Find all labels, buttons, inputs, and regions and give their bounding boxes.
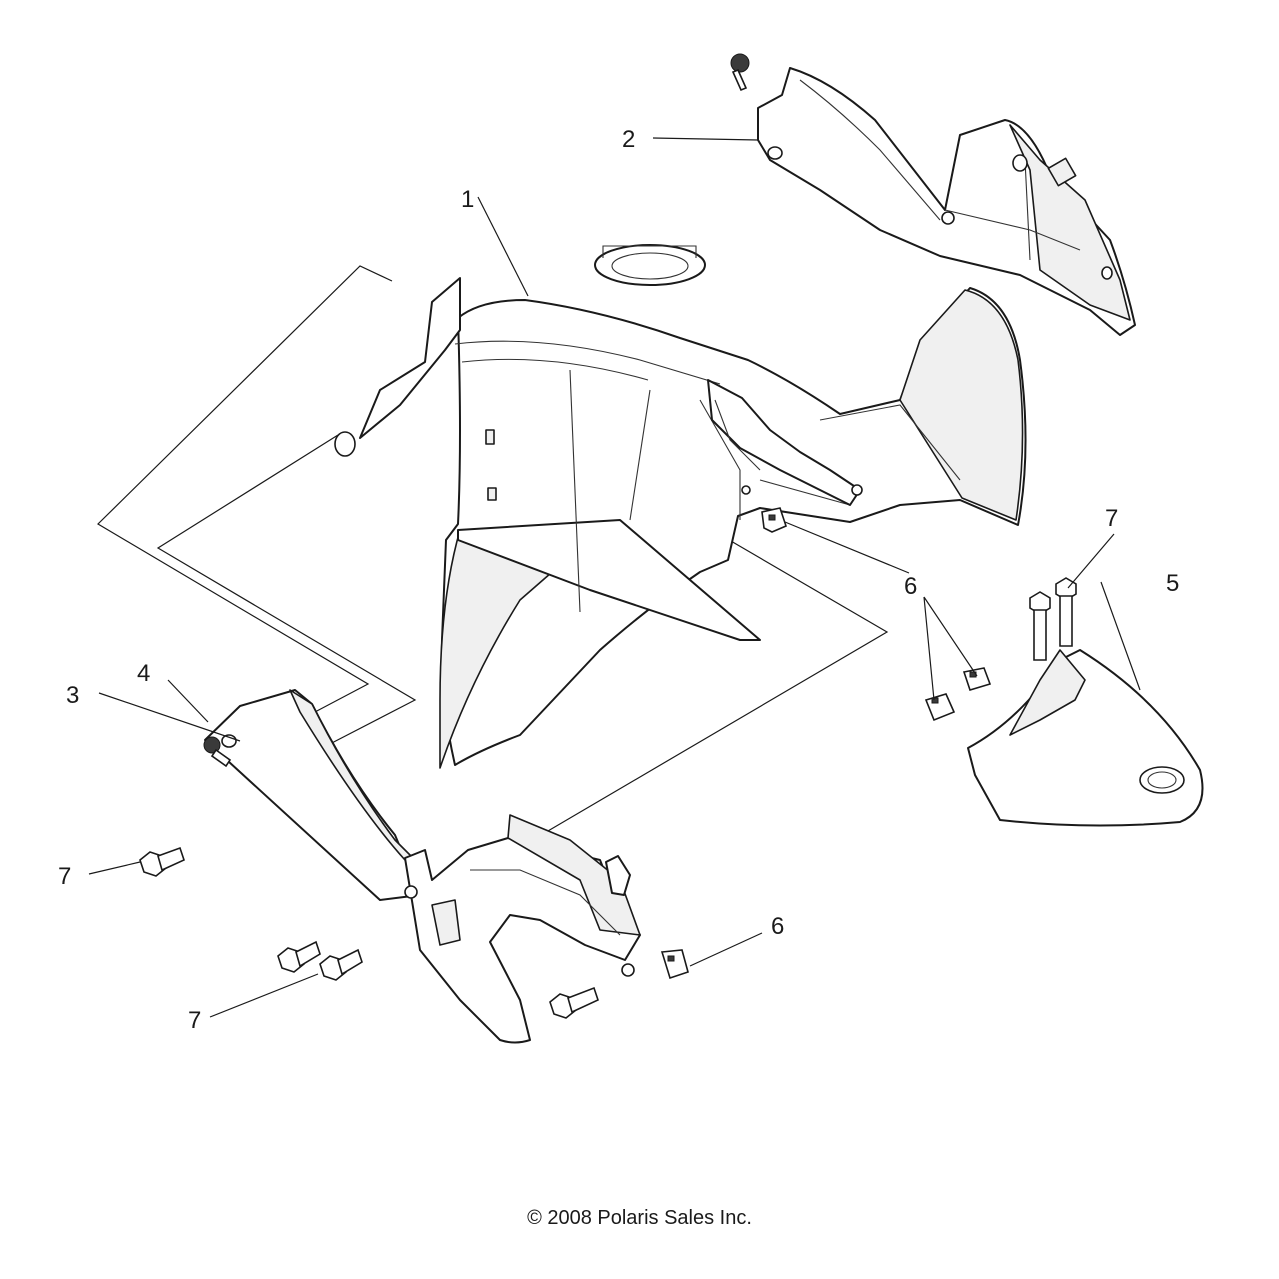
side-panel-part-2	[757, 67, 1136, 336]
clip-part-6-right-b	[924, 693, 956, 722]
bolt-part-7-lower-b	[319, 948, 363, 981]
leader-lines	[88, 137, 1141, 1018]
bolt-part-7-left	[139, 846, 185, 877]
copyright-notice: © 2008 Polaris Sales Inc.	[527, 1207, 752, 1229]
side-panel-part-5	[967, 649, 1204, 827]
callout-6-lower: 6	[771, 913, 784, 940]
callout-5: 5	[1166, 570, 1179, 597]
front-cab-part-1	[334, 244, 1027, 769]
side-panel-part-3	[204, 689, 421, 901]
bolt-part-7-lower-a	[277, 940, 321, 973]
bolt-lower-right	[549, 986, 599, 1019]
callout-2: 2	[622, 126, 635, 153]
phantom-assembly-lines	[97, 265, 889, 839]
callout-7-lower: 7	[188, 1007, 201, 1034]
callout-3: 3	[66, 682, 79, 709]
callout-4: 4	[137, 660, 150, 687]
screw-top	[730, 53, 750, 92]
clip-part-6-lower	[660, 949, 689, 980]
bolt-part-7-right-b	[1055, 577, 1077, 647]
screw-part-4	[203, 736, 232, 768]
callout-7-right: 7	[1105, 505, 1118, 532]
clip-part-6-right-a	[962, 667, 992, 691]
clip-part-6-upper	[761, 507, 787, 533]
hardware	[139, 53, 1077, 1019]
callout-labels: 1 2 3 4 5 6 6 7 7 7	[58, 126, 1179, 1034]
callout-6-upper: 6	[904, 573, 917, 600]
callout-7-left: 7	[58, 863, 71, 890]
callout-1: 1	[461, 186, 474, 213]
bolt-part-7-right-a	[1029, 591, 1051, 661]
lower-front-panel	[404, 814, 641, 1044]
